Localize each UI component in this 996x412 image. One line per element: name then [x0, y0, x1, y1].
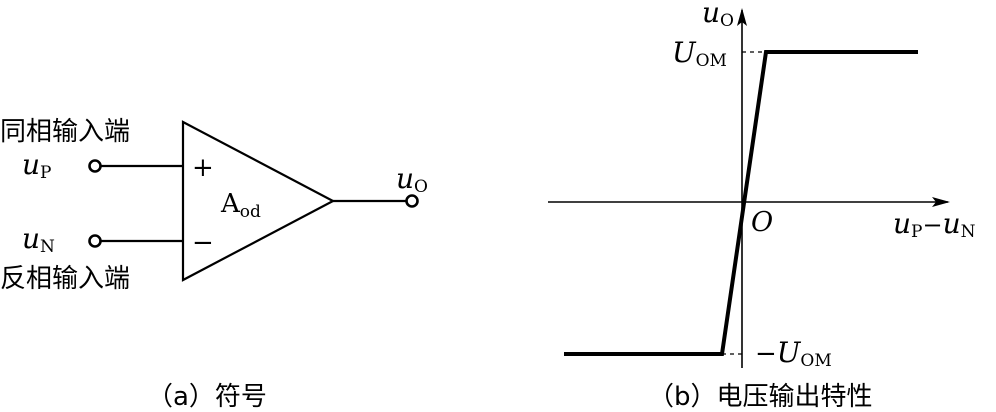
op-amp-triangle	[181, 120, 336, 282]
plus-sign: +	[192, 153, 214, 183]
output-terminal	[405, 194, 419, 208]
inverting-input-label: 反相输入端	[0, 264, 130, 294]
transfer-characteristic: uO uP−uN O UOM −UOM （b）电压输出特性	[548, 0, 976, 412]
caption-b: （b）电压输出特性	[648, 382, 873, 412]
gain-label: Aod	[220, 189, 261, 222]
transfer-curve	[564, 50, 918, 356]
y-axis-label: uO	[702, 0, 734, 31]
positive-level-label: UOM	[672, 36, 727, 71]
input-n-label: uN	[22, 222, 55, 257]
x-axis-label: uP−uN	[893, 207, 976, 242]
noninverting-input-label: 同相输入端	[0, 117, 130, 147]
negative-level-label: −UOM	[755, 336, 832, 371]
input-p-label: uP	[22, 148, 52, 183]
input-n-terminal	[88, 234, 102, 248]
op-amp-symbol: 同相输入端 uP uN 反相输入端 + − Aod uO （a）符号	[0, 117, 428, 412]
output-label: uO	[396, 162, 428, 197]
origin-label: O	[751, 207, 773, 238]
input-p-terminal	[88, 159, 102, 173]
caption-a: （a）符号	[147, 382, 267, 412]
minus-sign: −	[192, 228, 214, 258]
